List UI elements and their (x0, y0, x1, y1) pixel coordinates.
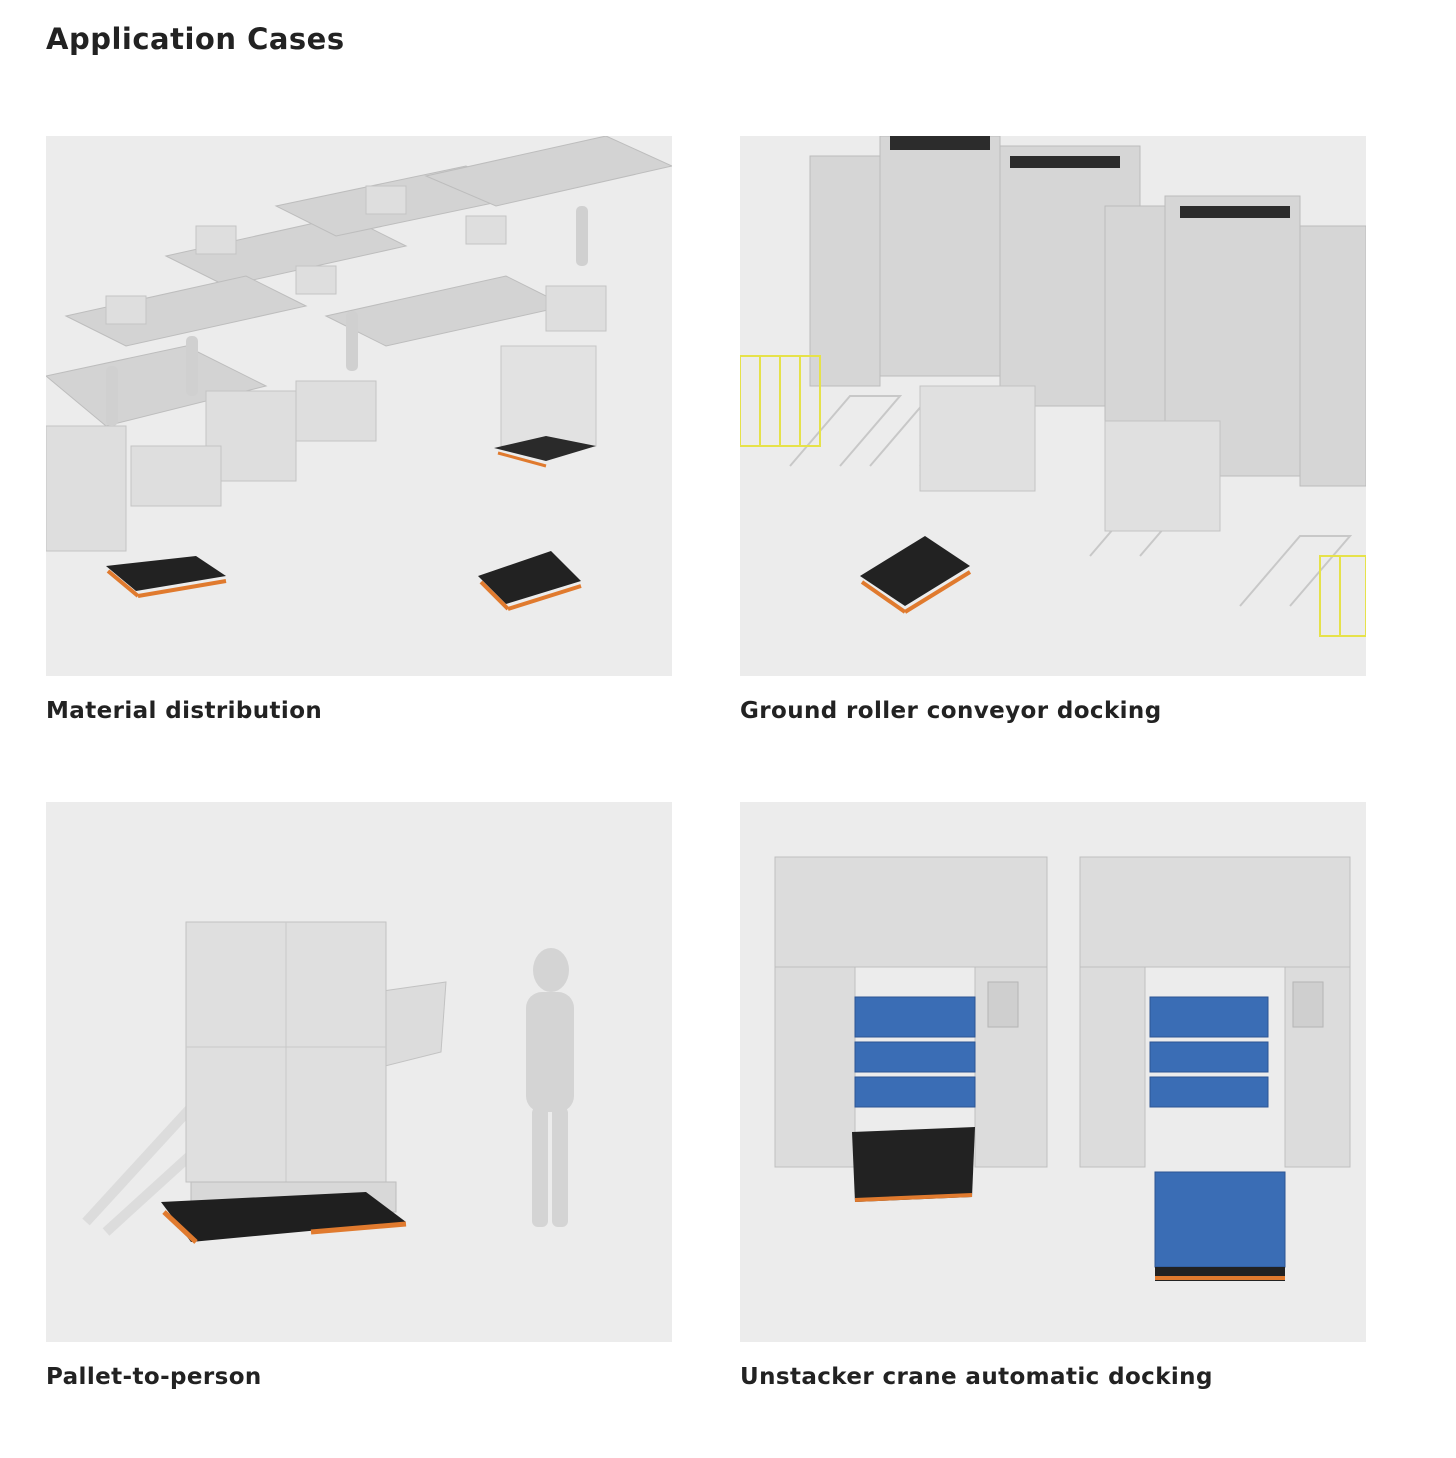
case-card-unstacker-crane: Unstacker crane automatic docking (740, 802, 1366, 1390)
case-card-ground-roller-conveyor: Ground roller conveyor docking (740, 136, 1366, 724)
warehouse-distribution-illustration (46, 136, 672, 676)
case-caption: Pallet-to-person (46, 1364, 262, 1390)
warehouse-distribution-icon (46, 136, 672, 676)
roller-conveyor-icon (740, 136, 1366, 676)
case-caption: Ground roller conveyor docking (740, 698, 1162, 724)
case-card-pallet-to-person: Pallet-to-person (46, 802, 672, 1390)
unstacker-crane-illustration (740, 802, 1366, 1342)
case-caption: Unstacker crane automatic docking (740, 1364, 1213, 1390)
roller-conveyor-illustration (740, 136, 1366, 676)
case-card-material-distribution: Material distribution (46, 136, 672, 724)
page-title: Application Cases (46, 22, 345, 56)
pallet-to-person-illustration (46, 802, 672, 1342)
case-caption: Material distribution (46, 698, 323, 724)
unstacker-crane-icon (740, 802, 1366, 1342)
pallet-to-person-icon (46, 802, 672, 1342)
